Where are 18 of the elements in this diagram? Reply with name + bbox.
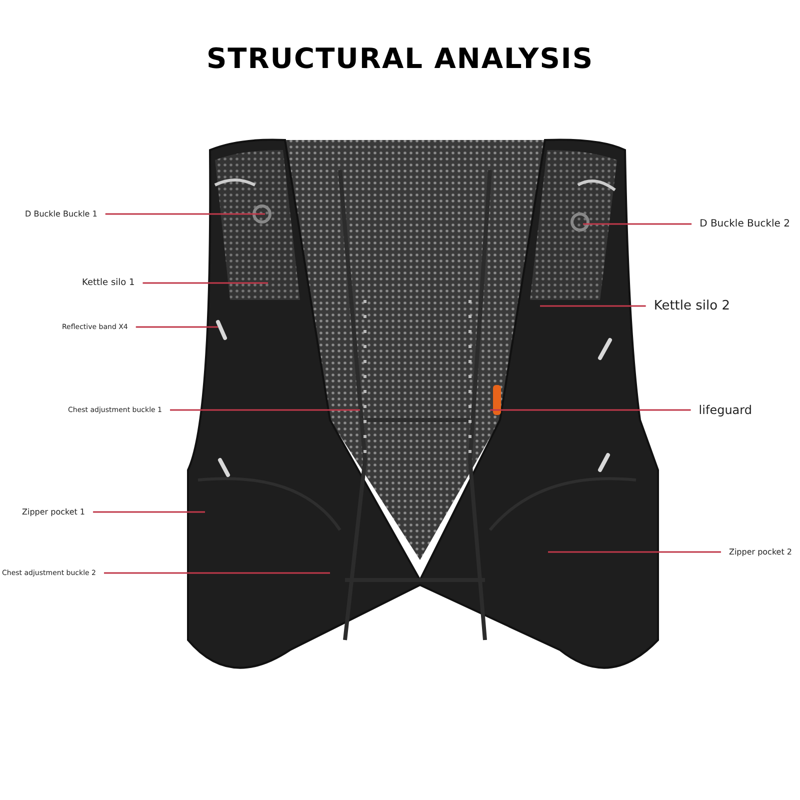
callout-label: Zipper pocket 1: [22, 508, 86, 516]
leader-line: [136, 326, 218, 328]
leader-line: [93, 511, 205, 513]
leader-line: [548, 551, 721, 553]
callout-label: lifeguard: [698, 403, 752, 417]
callout-label: Zipper pocket 2: [728, 548, 792, 556]
leader-line: [170, 409, 360, 411]
title: STRUCTURAL ANALYSIS: [205, 42, 595, 75]
callout-label: D Buckle Buckle 1: [25, 210, 98, 218]
leader-line: [540, 305, 646, 307]
callout-label: Kettle silo 2: [654, 298, 730, 314]
leader-line: [104, 572, 330, 574]
callout-label: D Buckle Buckle 2: [700, 218, 790, 230]
callout-label: Kettle silo 1: [82, 278, 135, 288]
leader-line: [105, 213, 265, 215]
leader-line: [583, 223, 692, 225]
leader-line: [490, 409, 691, 411]
leader-line: [142, 282, 268, 284]
